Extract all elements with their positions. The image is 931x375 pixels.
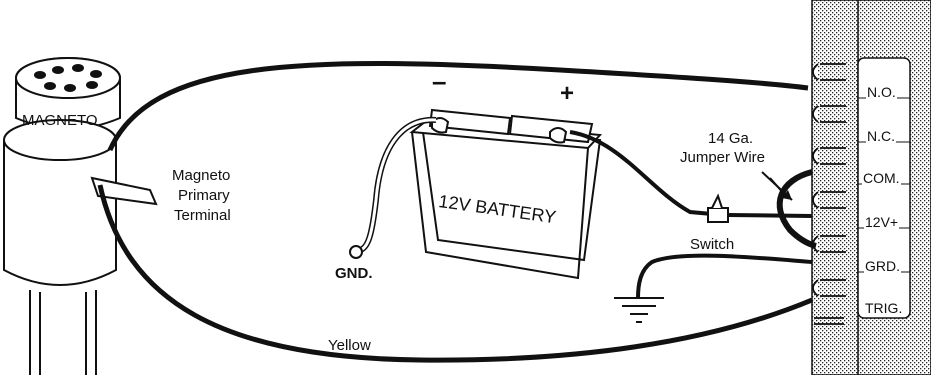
magneto-label: MAGNETO — [22, 112, 98, 129]
magneto — [3, 57, 158, 375]
switch — [707, 193, 729, 223]
jumper-label-2: Jumper Wire — [680, 149, 766, 166]
wire-yellow — [97, 184, 813, 363]
wire-battery-switch — [569, 130, 713, 216]
terminal-com: COM. — [862, 170, 901, 186]
wire-grd — [636, 253, 813, 299]
gnd-label: GND. — [335, 265, 373, 282]
switch-label: Switch — [690, 236, 735, 253]
battery-plus: + — [560, 80, 575, 107]
wire-switch-12v — [727, 213, 813, 218]
terminal-no: N.O. — [866, 84, 897, 100]
jumper-wire — [776, 169, 817, 249]
terminal-grd: GRD. — [864, 258, 901, 274]
ground-symbol — [614, 297, 664, 323]
terminal-trig: TRIG. — [864, 300, 904, 316]
wire-no — [107, 60, 809, 152]
ground-lug — [349, 245, 363, 259]
jumper-label-1: 14 Ga. — [708, 130, 754, 147]
screw-terminals — [812, 63, 846, 325]
terminal-nc: N.C. — [866, 128, 896, 144]
primary-terminal-label-2: Primary — [178, 187, 230, 204]
battery-minus: – — [432, 66, 447, 96]
terminal-12v: 12V+ — [864, 214, 900, 230]
yellow-label: Yellow — [328, 337, 371, 354]
battery — [409, 108, 603, 280]
primary-terminal-label-3: Terminal — [174, 207, 231, 224]
primary-terminal-label-1: Magneto — [172, 167, 231, 184]
